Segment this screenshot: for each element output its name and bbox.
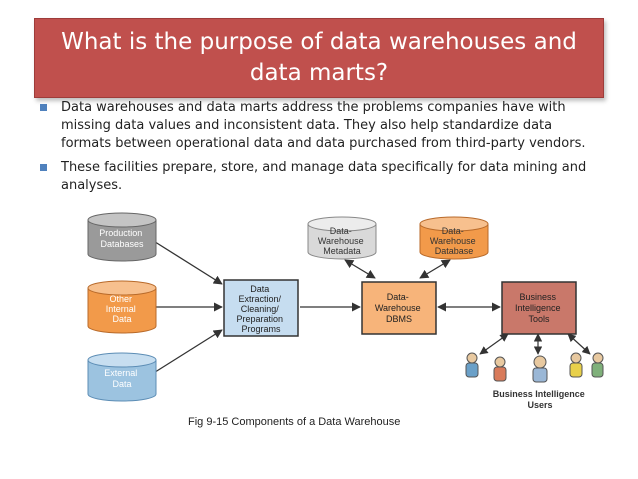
bullet-marker-icon (40, 104, 47, 111)
bullet-item: Data warehouses and data marts address t… (40, 99, 600, 153)
warehouse-metadata-cylinder: Data- Warehouse Metadata (307, 216, 377, 260)
user-figure-icon (591, 352, 604, 378)
figure-caption: Fig 9-15 Components of a Data Warehouse (188, 416, 401, 428)
bi-tools-label-line: Business (519, 292, 556, 302)
title-bar: What is the purpose of data warehouses a… (34, 18, 604, 98)
dbms-label-line: Data- (387, 292, 409, 302)
database-label-line: Data- (442, 226, 464, 236)
svg-text:External Data: External Data (104, 368, 140, 389)
extraction-label-line: Data (250, 284, 269, 294)
source-other-internal-data: Other Internal Data (87, 280, 157, 334)
source-label-line: Internal (106, 304, 136, 314)
slide-title: What is the purpose of data warehouses a… (61, 29, 577, 86)
extraction-label-line: Preparation (236, 314, 283, 324)
bi-users-label-line: Users (527, 400, 552, 410)
svg-text:Data- Warehouse DB: Data- Warehouse DBMS (375, 292, 423, 324)
bi-users-group: Business Intelligence Users (465, 352, 604, 410)
metadata-label-line: Warehouse (318, 236, 364, 246)
warehouse-dbms-box: Data- Warehouse DBMS (361, 281, 437, 335)
dbms-label-line: Warehouse (375, 303, 421, 313)
source-label-line: Production (99, 228, 142, 238)
warehouse-database-cylinder: Data- Warehouse Database (419, 216, 489, 260)
diagram-arrows (151, 239, 591, 375)
user-figure-icon (493, 356, 507, 382)
bi-tools-label-line: Intelligence (515, 303, 561, 313)
bullet-text: Data warehouses and data marts address t… (61, 100, 586, 151)
metadata-label-line: Metadata (323, 246, 361, 256)
dbms-label-line: DBMS (386, 314, 412, 324)
bi-tools-label-line: Tools (528, 314, 550, 324)
database-label-line: Warehouse (430, 236, 476, 246)
extraction-label-line: Programs (241, 324, 281, 334)
bi-tools-box: Business Intelligence Tools (501, 281, 577, 335)
bullet-text: These facilities prepare, store, and man… (61, 160, 587, 193)
user-figure-icon (532, 355, 548, 383)
svg-text:Data- Warehouse Me: Data- Warehouse Metadata (318, 226, 366, 256)
metadata-label-line: Data- (330, 226, 352, 236)
extraction-label-line: Extraction/ (238, 294, 281, 304)
source-label-line: Data (112, 314, 131, 324)
svg-text:Data Extraction/ C: Data Extraction/ Cleaning/ Preparation P… (236, 284, 285, 334)
source-label-line: Data (112, 379, 131, 389)
data-warehouse-diagram: Production Databases Other Internal Data… (87, 212, 604, 410)
source-label-line: External (104, 368, 137, 378)
source-label-line: Databases (100, 239, 144, 249)
extraction-programs-box: Data Extraction/ Cleaning/ Preparation P… (223, 279, 299, 337)
bullet-item: These facilities prepare, store, and man… (40, 159, 600, 195)
svg-text:Business Intelligence Us: Business Intelligence Users (493, 389, 588, 410)
user-figure-icon (465, 352, 479, 378)
bi-users-label-line: Business Intelligence (493, 389, 585, 399)
source-external-data: External Data (87, 352, 157, 402)
svg-text:Data- Warehouse Da: Data- Warehouse Database (430, 226, 478, 256)
bullet-marker-icon (40, 164, 47, 171)
svg-text:Business Intelligence: Business Intelligence Tools (515, 292, 563, 324)
source-label-line: Other (109, 294, 132, 304)
extraction-label-line: Cleaning/ (241, 304, 280, 314)
svg-text:Other Internal Dat: Other Internal Data (106, 294, 139, 324)
database-label-line: Database (435, 246, 474, 256)
bullet-list: Data warehouses and data marts address t… (40, 99, 600, 201)
user-figure-icon (569, 352, 583, 378)
source-production-databases: Production Databases (87, 212, 157, 262)
svg-text:Production Databases: Production Databases (99, 228, 145, 249)
